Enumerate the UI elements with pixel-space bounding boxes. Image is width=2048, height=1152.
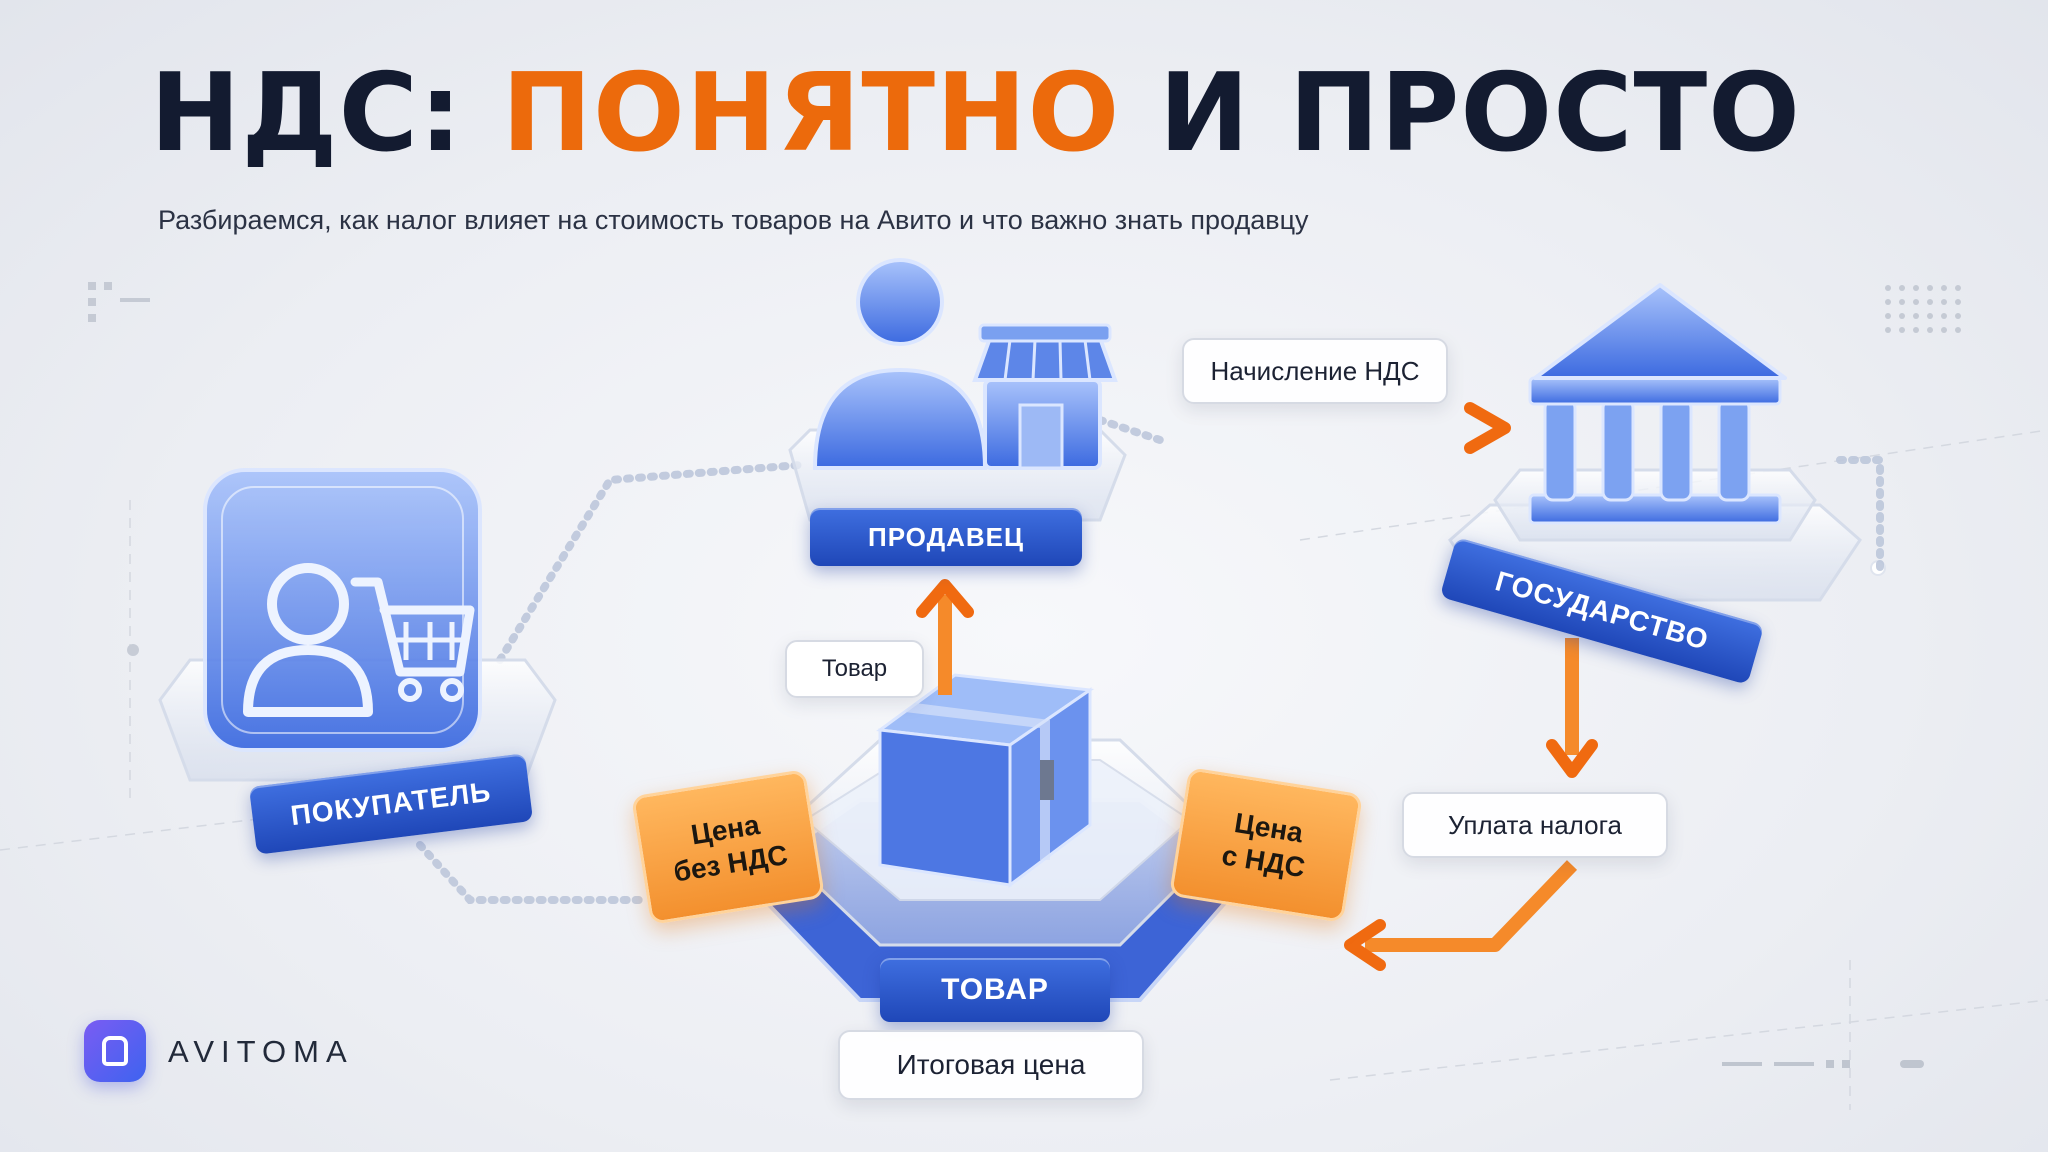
title-accent: ПОНЯТНО xyxy=(501,51,1121,176)
arrow-tax-to-goods xyxy=(1344,860,1578,971)
title-end: И ПРОСТО xyxy=(1158,51,1801,176)
subtitle: Разбираемся, как налог влияет на стоимос… xyxy=(158,205,1309,235)
connector-seller-arrow xyxy=(1096,416,1164,444)
price-with-vat: Цена с НДС xyxy=(1168,767,1364,923)
buyer-icon xyxy=(158,468,557,782)
tag-vat-accrual: Начисление НДС xyxy=(1182,338,1448,404)
title-main: НДС: xyxy=(150,51,464,176)
goods-icon xyxy=(741,673,1248,1002)
arrow-vat-accrual xyxy=(1160,402,1511,454)
tag-goods: Товар xyxy=(785,640,924,698)
page-title: НДС: ПОНЯТНО И ПРОСТО xyxy=(150,54,1801,174)
brand-logo-icon xyxy=(84,1020,146,1082)
glass-connectors xyxy=(416,416,1884,904)
connector-buyer-seller xyxy=(496,461,804,664)
decor-dots-right xyxy=(1885,285,1961,333)
seller-icon xyxy=(788,258,1127,522)
tag-tax-payment: Уплата налога xyxy=(1402,792,1668,858)
arrow-goods-to-seller xyxy=(916,579,974,695)
arrow-tax-payment xyxy=(1546,638,1598,778)
decor-marks-bottom xyxy=(1722,1060,1924,1068)
decor-node-left xyxy=(127,644,139,656)
price-without-vat: Цена без НДС xyxy=(630,769,826,925)
tag-final-price: Итоговая цена xyxy=(838,1030,1144,1100)
node-label-goods: ТОВАР xyxy=(880,958,1110,1022)
brand-name: AVITOMA xyxy=(168,1034,354,1069)
node-label-seller: ПРОДАВЕЦ xyxy=(810,508,1082,566)
connector-buyer-goods xyxy=(416,841,644,904)
connector-state-edge xyxy=(1836,456,1884,574)
decor-dots-left xyxy=(88,282,150,322)
price-without-vat-line2: без НДС xyxy=(671,838,790,888)
